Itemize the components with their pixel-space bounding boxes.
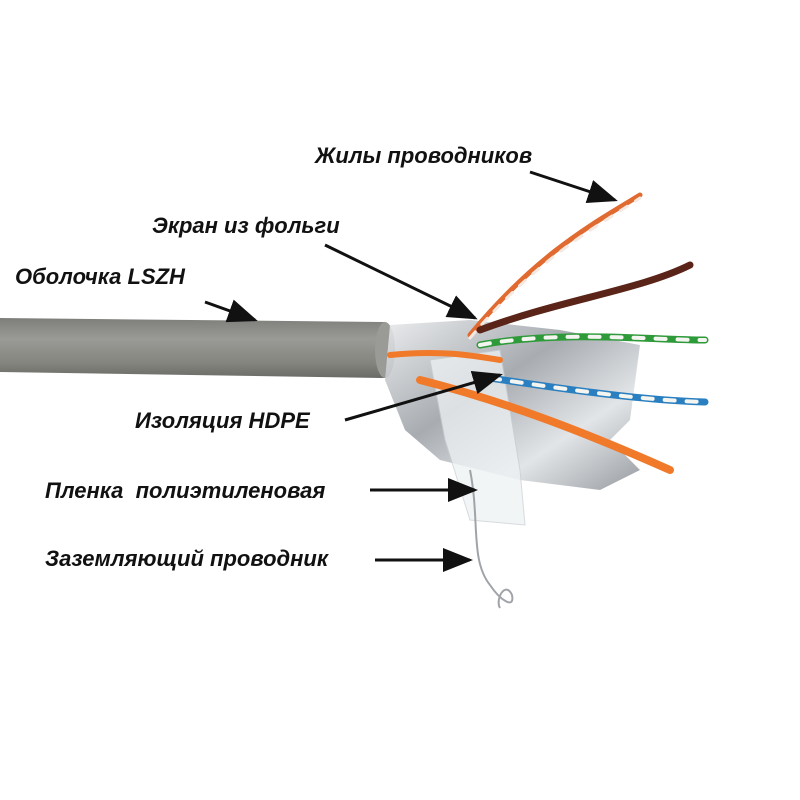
arrow-insulation <box>344 371 503 422</box>
label-conductors: Жилы проводников <box>315 143 533 168</box>
label-ground-wire: Заземляющий проводник <box>45 546 329 571</box>
label-insulation: Изоляция HDPE <box>135 408 310 433</box>
label-film: Пленка полиэтиленовая <box>45 478 326 503</box>
ground-wire <box>469 469 514 609</box>
pointer-arrows <box>204 170 618 572</box>
cable-jacket <box>0 318 395 378</box>
label-foil-screen: Экран из фольги <box>152 213 340 238</box>
arrow-foil <box>324 243 478 320</box>
label-jacket: Оболочка LSZH <box>15 264 185 289</box>
arrow-conductors <box>529 170 618 203</box>
arrow-jacket <box>204 299 258 323</box>
